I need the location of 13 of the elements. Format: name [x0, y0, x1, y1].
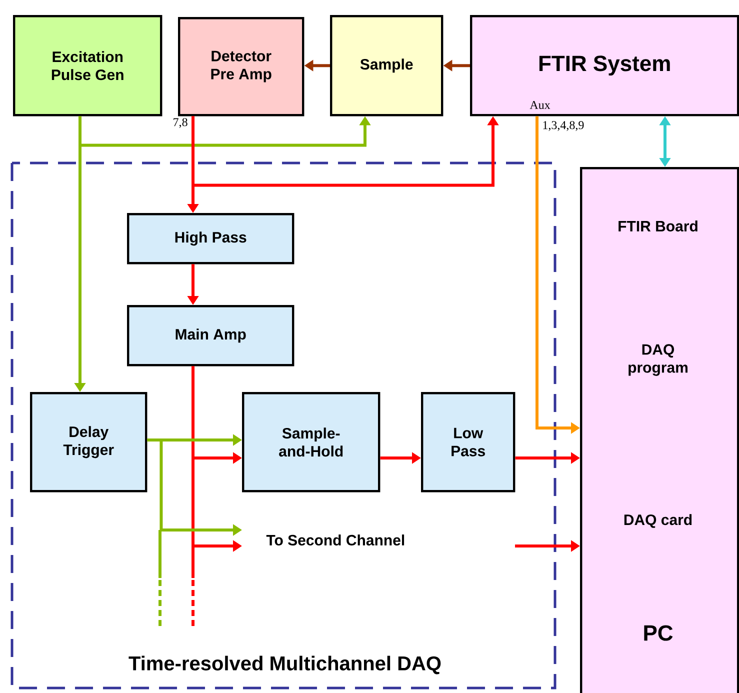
- process-box: High Pass: [127, 213, 294, 264]
- process-box: Low Pass: [421, 392, 516, 492]
- pin-label: Aux: [530, 100, 550, 109]
- process-box: Sample: [330, 15, 444, 116]
- pin-label: 1,3,4,8,9: [543, 121, 584, 131]
- process-box: Detector Pre Amp: [178, 17, 304, 116]
- process-box: Sample-and-Hold: [242, 392, 380, 492]
- process-box: Main Amp: [127, 305, 294, 366]
- process-box: Delay Trigger: [30, 392, 148, 492]
- pin-label: 7,8: [174, 118, 188, 128]
- process-box: Excitation Pulse Gen: [13, 15, 162, 116]
- channel-label: To Second Channel: [266, 534, 404, 546]
- computer-box: FTIR Board DAQ program DAQ card PC: [580, 167, 739, 693]
